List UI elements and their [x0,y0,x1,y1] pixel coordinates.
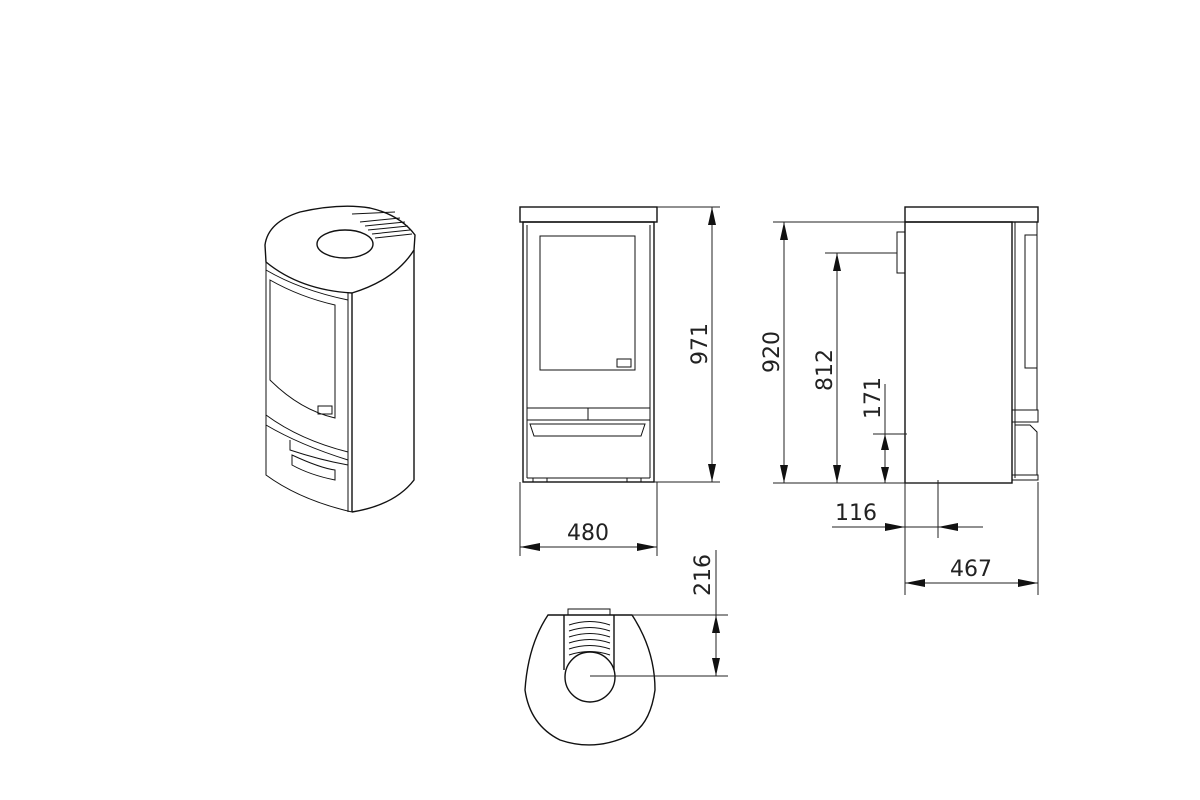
dimension-label-467: 467 [950,557,992,582]
dimension-flue-offset: 216 [590,550,728,677]
dimension-air-inlet-offset: 116 [832,480,983,538]
isometric-view [264,205,416,513]
dimension-depth: 467 [904,482,1039,595]
dimension-label-920: 920 [760,331,785,373]
dimension-label-116: 116 [835,501,877,526]
dimension-label-971: 971 [688,323,713,365]
dimension-label-216: 216 [691,554,716,596]
dimension-total-height: 971 [654,206,720,483]
dimension-label-480: 480 [567,521,609,546]
dimension-label-171: 171 [861,377,886,419]
side-view [896,206,1039,484]
dimension-flue-height: 812 [813,252,897,483]
dimension-air-inlet-height: 171 [861,377,907,483]
dimension-body-height: 920 [760,221,960,484]
top-view [524,608,656,746]
front-view [519,206,658,483]
dimension-label-812: 812 [813,349,838,391]
dimension-width: 480 [519,482,658,556]
